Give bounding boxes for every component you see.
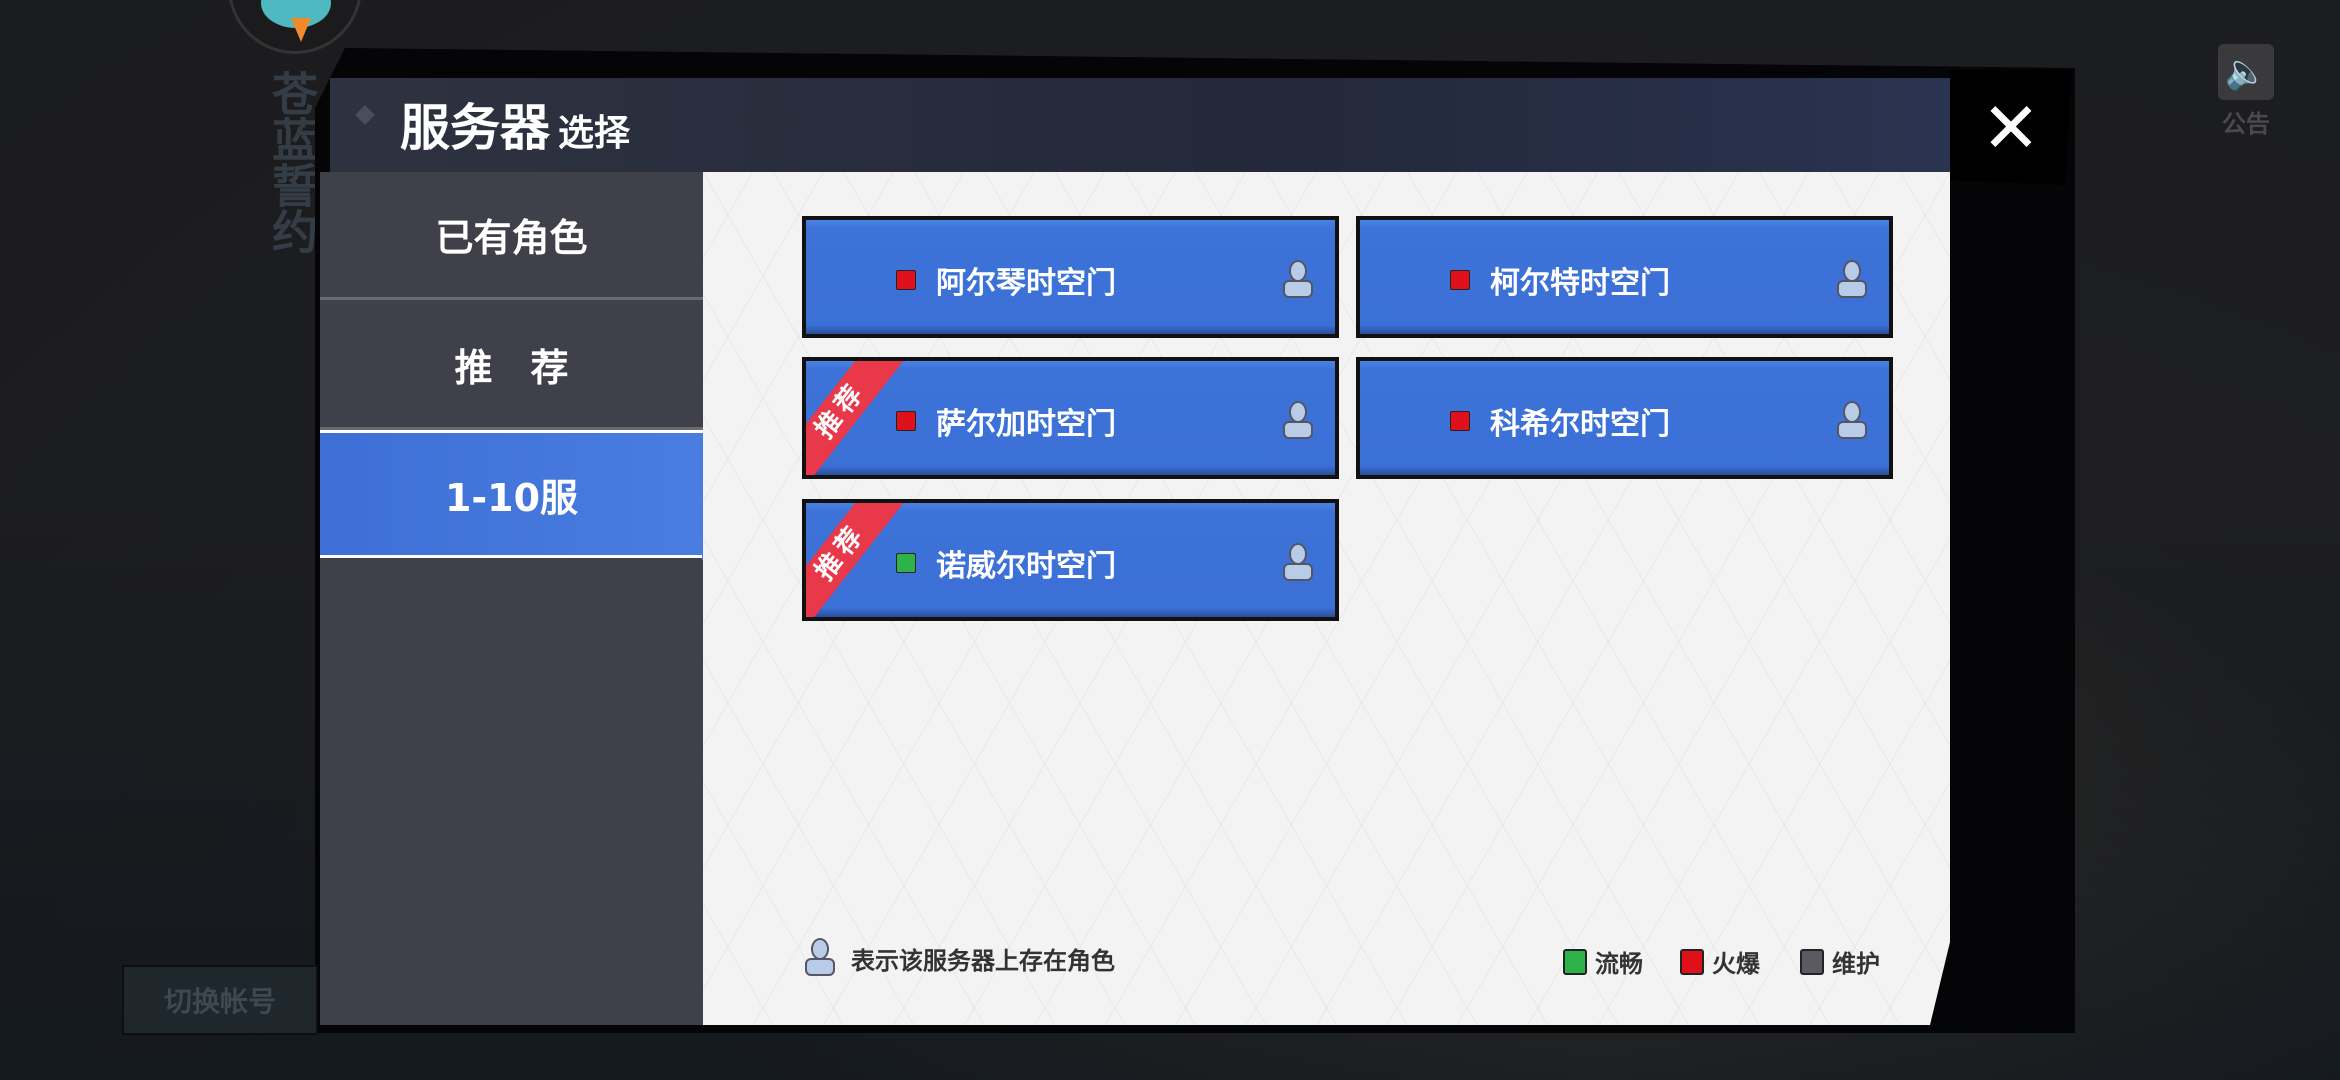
legend-smooth: 流畅 bbox=[1563, 944, 1643, 979]
legend-hot: 火爆 bbox=[1680, 944, 1760, 979]
close-icon: ✕ bbox=[1981, 86, 2041, 169]
server-card[interactable]: 推荐萨尔加时空门 bbox=[802, 357, 1339, 479]
server-name: 柯尔特时空门 bbox=[1490, 266, 1670, 301]
server-card[interactable]: 阿尔琴时空门 bbox=[802, 216, 1339, 338]
close-button[interactable]: ✕ bbox=[1950, 70, 2072, 185]
dialog-title: 服务器选择 bbox=[400, 99, 631, 157]
gray-square-icon bbox=[1800, 948, 1824, 975]
person-icon bbox=[1837, 260, 1867, 300]
server-card[interactable]: 推荐诺威尔时空门 bbox=[802, 499, 1339, 621]
server-name: 萨尔加时空门 bbox=[936, 407, 1116, 442]
green-square-icon bbox=[1563, 948, 1587, 975]
legend-note-text: 表示该服务器上存在角色 bbox=[851, 946, 1115, 975]
tab-label: 1-10服 bbox=[444, 475, 579, 520]
server-category-sidebar: 已有角色 推 荐 1-10服 bbox=[320, 172, 736, 1025]
switch-account-button[interactable]: 切换帐号 bbox=[122, 965, 318, 1035]
server-name: 诺威尔时空门 bbox=[936, 549, 1116, 584]
player-avatar[interactable] bbox=[228, 0, 362, 54]
server-card[interactable]: 柯尔特时空门 bbox=[1356, 216, 1893, 338]
legend-character-note: 表示该服务器上存在角色 bbox=[805, 938, 1115, 978]
diamond-icon bbox=[355, 105, 375, 125]
legend-maintenance: 维护 bbox=[1800, 944, 1880, 979]
tab-servers-1-10[interactable]: 1-10服 bbox=[320, 430, 736, 561]
status-indicator-icon bbox=[896, 270, 916, 290]
game-logo: 苍蓝誓约 bbox=[265, 70, 319, 254]
person-icon bbox=[1283, 401, 1313, 441]
person-icon bbox=[1283, 260, 1313, 300]
server-card[interactable]: 科希尔时空门 bbox=[1356, 357, 1893, 479]
status-indicator-icon bbox=[1450, 270, 1470, 290]
person-icon bbox=[1283, 543, 1313, 583]
server-name: 阿尔琴时空门 bbox=[936, 266, 1116, 301]
person-icon bbox=[805, 938, 835, 978]
dialog-header: 服务器选择 bbox=[330, 78, 1950, 172]
server-name: 科希尔时空门 bbox=[1490, 407, 1670, 442]
notice-label: 公告 bbox=[2222, 110, 2270, 138]
tab-recommended[interactable]: 推 荐 bbox=[320, 302, 703, 430]
tab-existing-characters[interactable]: 已有角色 bbox=[320, 172, 703, 300]
status-indicator-icon bbox=[896, 553, 916, 573]
person-icon bbox=[1837, 401, 1867, 441]
red-square-icon bbox=[1680, 948, 1704, 975]
notice-button[interactable]: 🔈 bbox=[2218, 44, 2274, 100]
status-indicator-icon bbox=[896, 411, 916, 431]
speaker-icon: 🔈 bbox=[2224, 52, 2268, 92]
status-indicator-icon bbox=[1450, 411, 1470, 431]
